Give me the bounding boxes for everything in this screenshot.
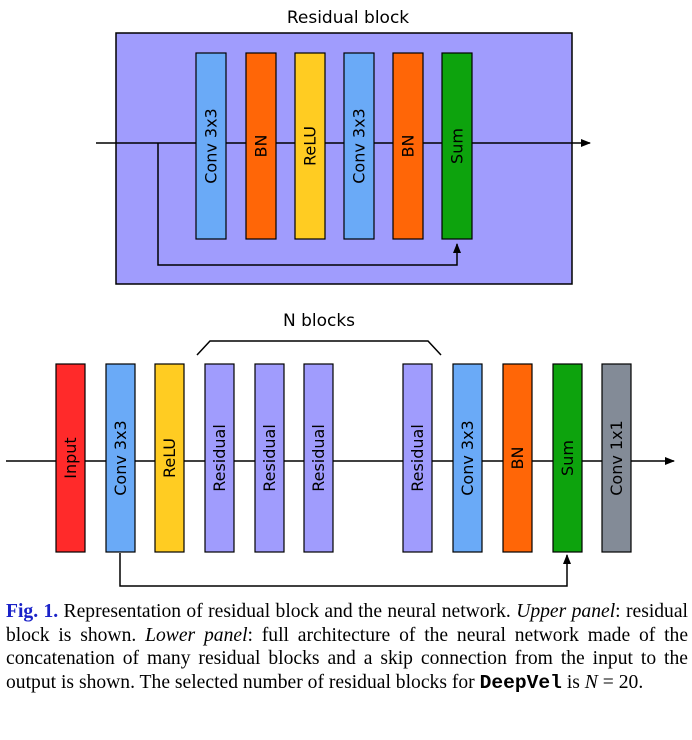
upper-panel-title: Residual block: [287, 8, 409, 28]
lower-layer-label-7: Residual: [408, 424, 427, 492]
lower-layer-conv-3x3-8: [452, 363, 483, 553]
lower-layer-bn-9: [502, 363, 533, 553]
upper-layer-label-1: Conv 3x3: [202, 108, 221, 183]
lower-layer-label-11: Conv 1x1: [607, 420, 626, 495]
upper-layer-conv-3x3-1: [195, 52, 227, 240]
upper-layer-bn-2: [245, 52, 277, 240]
upper-layer-bn-5: [392, 52, 424, 240]
figure-label: Fig. 1.: [6, 601, 59, 622]
upper-layer-label-4: Conv 3x3: [350, 108, 369, 183]
lower-layer-label-2: Conv 3x3: [111, 420, 130, 495]
lower-panel-ref: Lower panel: [145, 624, 248, 646]
n-variable: N: [584, 671, 598, 693]
n-blocks-bracket: [196, 340, 442, 356]
upper-layer-stack: Conv 3x3 BN ReLU Conv 3x3 BN Sum: [195, 52, 473, 240]
upper-layer-label-2: BN: [252, 135, 271, 158]
caption-text-4: is: [561, 671, 585, 693]
upper-layer-conv-3x3-4: [343, 52, 375, 240]
lower-layer-label-1: Input: [61, 437, 80, 478]
n-blocks-label: N blocks: [283, 311, 355, 331]
lower-layer-label-8: Conv 3x3: [458, 420, 477, 495]
deepvel-code: DeepVel: [479, 671, 562, 694]
lower-layer-residual-7: [402, 363, 433, 553]
lower-layer-label-3: ReLU: [160, 438, 179, 478]
upper-layer-label-6: Sum: [448, 128, 467, 164]
figure-caption: Fig. 1. Representation of residual block…: [6, 600, 688, 695]
upper-layer-label-5: BN: [399, 135, 418, 158]
lower-skip-connection: [119, 553, 571, 587]
lower-layer-residual-4: [204, 363, 235, 553]
caption-text-1: Representation of residual block and the…: [58, 601, 517, 622]
caption-text-2: : residual block is shown.: [6, 601, 688, 646]
lower-layer-conv-3x3-2: [105, 363, 136, 553]
upper-panel-ref: Upper panel: [516, 601, 616, 622]
lower-layer-conv-1x1-11: [601, 363, 632, 553]
lower-layer-residual-5: [254, 363, 285, 553]
caption-text-3: : full architecture of the neural networ…: [6, 624, 689, 693]
lower-layer-label-4: Residual: [210, 424, 229, 492]
upper-layer-sum-6: [441, 52, 473, 240]
lower-layer-input-1: [55, 363, 86, 553]
upper-layer-label-3: ReLU: [301, 126, 320, 166]
lower-layer-label-9: BN: [508, 447, 527, 470]
upper-skip-connection: [157, 143, 461, 266]
lower-layer-relu-3: [154, 363, 185, 553]
lower-layer-residual-6: [303, 363, 334, 553]
upper-layer-relu-3: [294, 52, 326, 240]
lower-layer-label-5: Residual: [260, 424, 279, 492]
lower-layer-stack: Input Conv 3x3 ReLU Residual Residual Residua…: [55, 363, 632, 553]
caption-text-5: = 20.: [597, 671, 644, 693]
lower-layer-sum-10: [552, 363, 583, 553]
lower-layer-label-10: Sum: [558, 440, 577, 476]
lower-layer-label-6: Residual: [309, 424, 328, 492]
